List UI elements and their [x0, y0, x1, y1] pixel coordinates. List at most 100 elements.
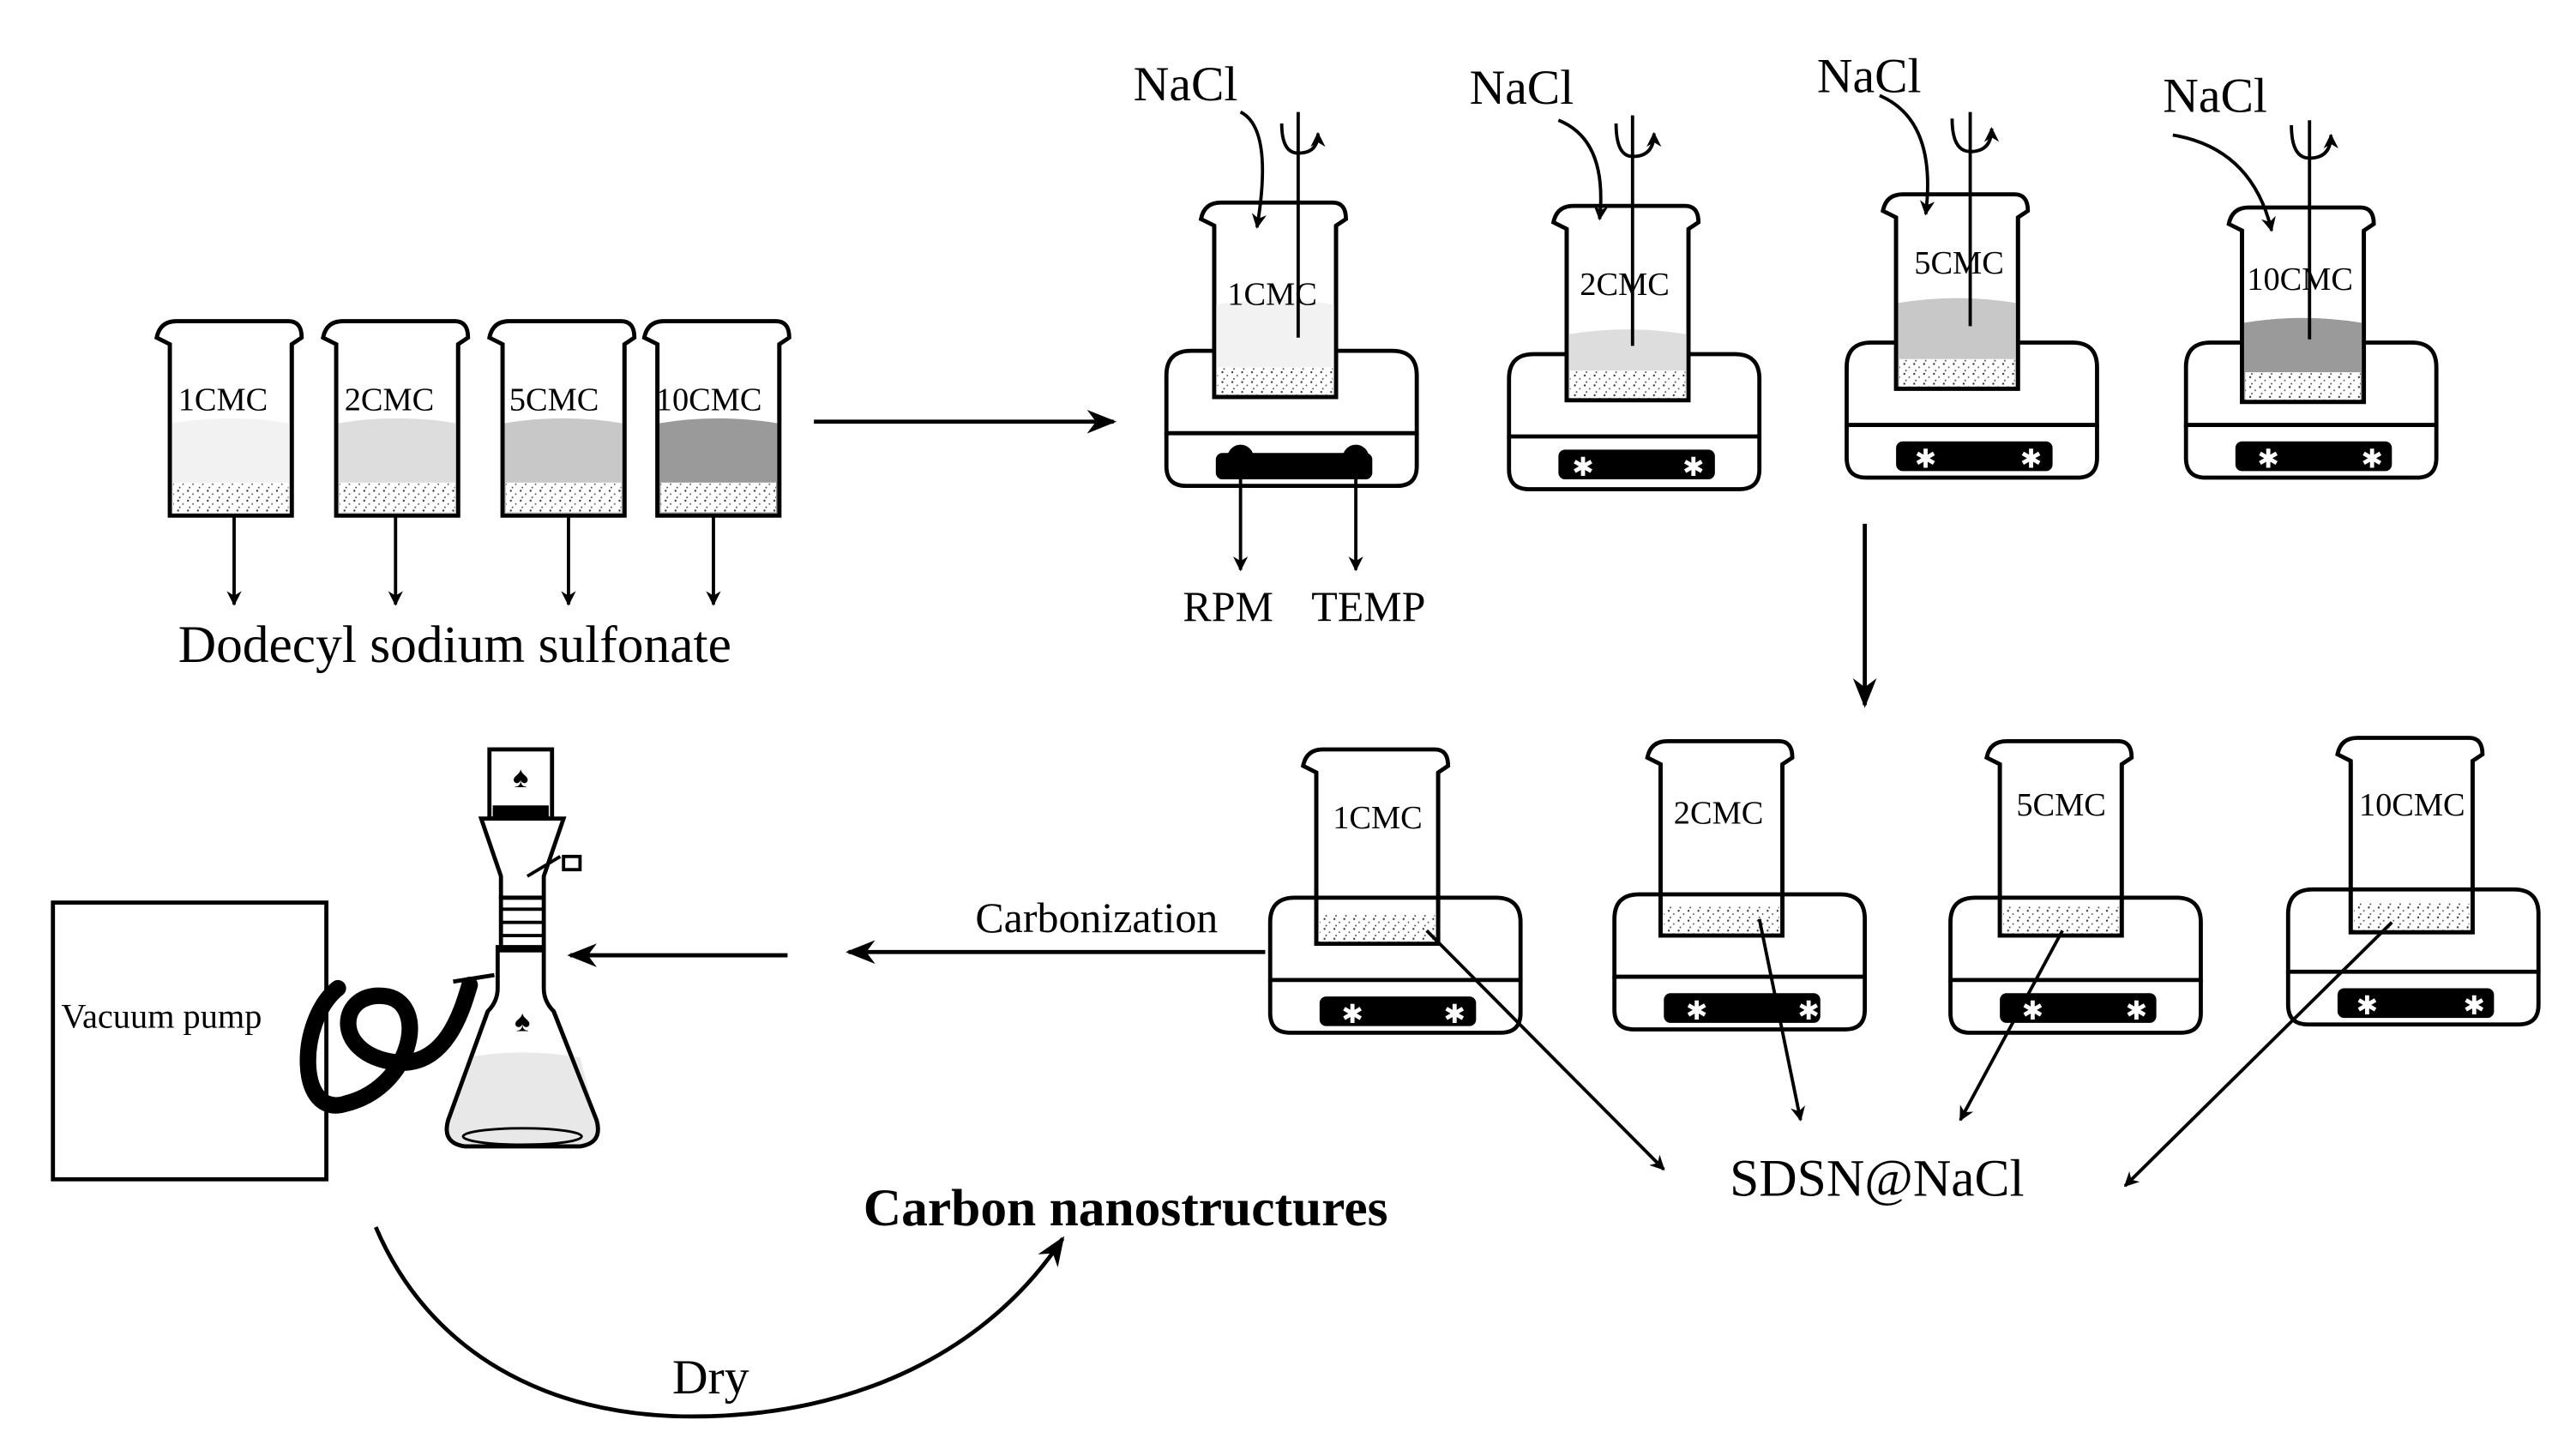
beaker-stir-1cmc: 1CMC: [1198, 200, 1348, 400]
vacuum-pump-box: [51, 900, 328, 1182]
knob-icon: ✱: [2356, 991, 2379, 1020]
rotation-arrow: [1950, 118, 2000, 153]
beaker-2cmc: 2CMC: [321, 319, 471, 518]
nacl-label-3: NaCl: [1817, 50, 1922, 104]
dried-stirrer-2cmc: ✱ ✱ 2CMC: [1612, 738, 1868, 1032]
arrow-to-sdsn-2: [1757, 918, 1806, 1122]
label-carbon-nanostructures: Carbon nanostructures: [864, 1179, 1388, 1237]
knob-icon: ✱: [1341, 1000, 1363, 1029]
rpm-knob: [1227, 444, 1255, 472]
dried-beaker-10cmc: 10CMC: [2335, 736, 2485, 935]
dried-stirrer-10cmc: ✱ ✱ 10CMC: [2285, 736, 2541, 1027]
beaker-stir-2cmc: 2CMC: [1550, 203, 1701, 403]
filtration-group: Vacuum pump ♠ ♠ Dry Carbon nanostructure…: [51, 747, 1388, 1419]
dried-group: ✱ ✱ 1CMC ✱ ✱ 2CMC: [1267, 736, 2541, 1208]
beaker-10cmc: 10CMC: [641, 319, 791, 518]
knob-icon: ✱: [2463, 991, 2485, 1020]
sediment: [339, 482, 455, 513]
control-panel: [2337, 988, 2495, 1019]
temp-knob: [1342, 444, 1369, 472]
knob-icon: ✱: [2257, 445, 2279, 474]
label-dodecyl-sodium-sulfonate: Dodecyl sodium sulfonate: [178, 616, 731, 674]
stirrer-1cmc: 1CMC NaCl: [1134, 57, 1419, 489]
knob-icon: ✱: [2126, 996, 2148, 1026]
spade-icon: ♠: [515, 1005, 530, 1038]
initial-beakers-group: 1CMC 2CMC 5CMC 10CMC Dodecyl sod: [154, 319, 791, 674]
sediment: [2354, 902, 2470, 931]
beaker-label-1cmc: 1CMC: [1227, 276, 1317, 312]
arrow-to-sdsn-4: [2123, 921, 2393, 1188]
nacl-label-1: NaCl: [1134, 57, 1238, 111]
control-panel: [1896, 441, 2053, 472]
sediment: [1319, 914, 1435, 942]
beaker-label-5cmc: 5CMC: [509, 382, 599, 418]
arrow-dry: [374, 1226, 1065, 1419]
beaker-label-10cmc: 10CMC: [656, 382, 762, 418]
sediment: [1569, 370, 1686, 399]
beaker-label-1cmc: 1CMC: [1333, 800, 1423, 836]
dried-beaker-5cmc: 5CMC: [1984, 738, 2134, 938]
rotation-arrow: [2290, 124, 2338, 160]
sediment: [505, 482, 622, 513]
buchner-funnel: [478, 816, 567, 900]
drop-icon: ♠: [513, 761, 528, 794]
beaker-label-5cmc: 5CMC: [1914, 245, 2004, 281]
knob-icon: ✱: [1572, 453, 1594, 482]
control-panel: [1319, 996, 1477, 1026]
knob-icon: ✱: [1797, 996, 1820, 1026]
beaker-label-1cmc: 1CMC: [178, 382, 268, 418]
dried-stirrer-5cmc: ✱ ✱ 5CMC: [1948, 738, 2203, 1035]
stirrer-10cmc: ✱ ✱ 10CMC NaCl: [2163, 69, 2439, 480]
dried-beaker-1cmc: 1CMC: [1300, 747, 1451, 947]
label-rpm: RPM: [1183, 582, 1273, 630]
beaker-label-2cmc: 2CMC: [345, 382, 435, 418]
knob-icon: ✱: [1682, 453, 1705, 482]
nacl-addition-arrow: [2172, 133, 2276, 232]
beaker-label-5cmc: 5CMC: [2016, 787, 2106, 823]
label-sdsn-nacl: SDSN@NaCl: [1730, 1150, 2024, 1208]
nacl-label-4: NaCl: [2163, 69, 2267, 123]
control-panel: [1664, 993, 1821, 1023]
label-vacuum-pump: Vacuum pump: [61, 997, 262, 1036]
beaker-stir-5cmc: 5CMC: [1881, 192, 2031, 391]
beaker-label-2cmc: 2CMC: [1580, 267, 1670, 303]
rotation-arrow: [1279, 123, 1326, 155]
beaker-label-2cmc: 2CMC: [1674, 795, 1764, 831]
beaker-5cmc: 5CMC: [487, 319, 637, 518]
stirring-group: 1CMC NaCl RPM TEMP ✱ ✱ 2CMC: [1134, 50, 2439, 630]
knob-icon: ✱: [2361, 445, 2383, 474]
control-panel: [1215, 453, 1373, 479]
nacl-addition-arrow: [1557, 118, 1609, 221]
beaker-stir-10cmc: 10CMC: [2226, 205, 2376, 405]
stirrer-2cmc: ✱ ✱ 2CMC NaCl: [1470, 61, 1762, 491]
arrow-to-sdsn-1: [1425, 929, 1665, 1171]
nacl-addition-arrow: [1239, 110, 1267, 229]
knob-icon: ✱: [2020, 445, 2043, 474]
beaker-1cmc: 1CMC: [154, 319, 304, 518]
beaker-label-10cmc: 10CMC: [2359, 787, 2465, 823]
label-temp: TEMP: [1311, 582, 1425, 630]
control-panel: [2000, 993, 2157, 1023]
control-panel: [1558, 449, 1715, 479]
knob-icon: ✱: [1443, 1000, 1466, 1029]
arrow-to-sdsn-3: [1959, 930, 2064, 1122]
beaker-label-10cmc: 10CMC: [2247, 262, 2353, 298]
knob-icon: ✱: [1915, 445, 1937, 474]
filtrate: [447, 1052, 599, 1146]
knob-icon: ✱: [1686, 996, 1708, 1026]
sediment: [1217, 367, 1333, 395]
stirrer-5cmc: ✱ ✱ 5CMC NaCl: [1817, 50, 2099, 480]
dried-stirrer-1cmc: ✱ ✱ 1CMC: [1267, 747, 1523, 1035]
dried-beaker-2cmc: 2CMC: [1645, 738, 1795, 938]
sediment: [660, 482, 776, 513]
nacl-addition-arrow: [1879, 93, 1935, 216]
label-dry: Dry: [672, 1351, 749, 1405]
rotation-arrow: [1614, 123, 1662, 159]
sediment: [2002, 905, 2119, 935]
sediment: [1899, 358, 2015, 388]
sediment: [2245, 372, 2361, 400]
label-carbonization: Carbonization: [975, 893, 1218, 942]
nacl-label-2: NaCl: [1470, 61, 1574, 115]
sediment: [172, 482, 289, 513]
